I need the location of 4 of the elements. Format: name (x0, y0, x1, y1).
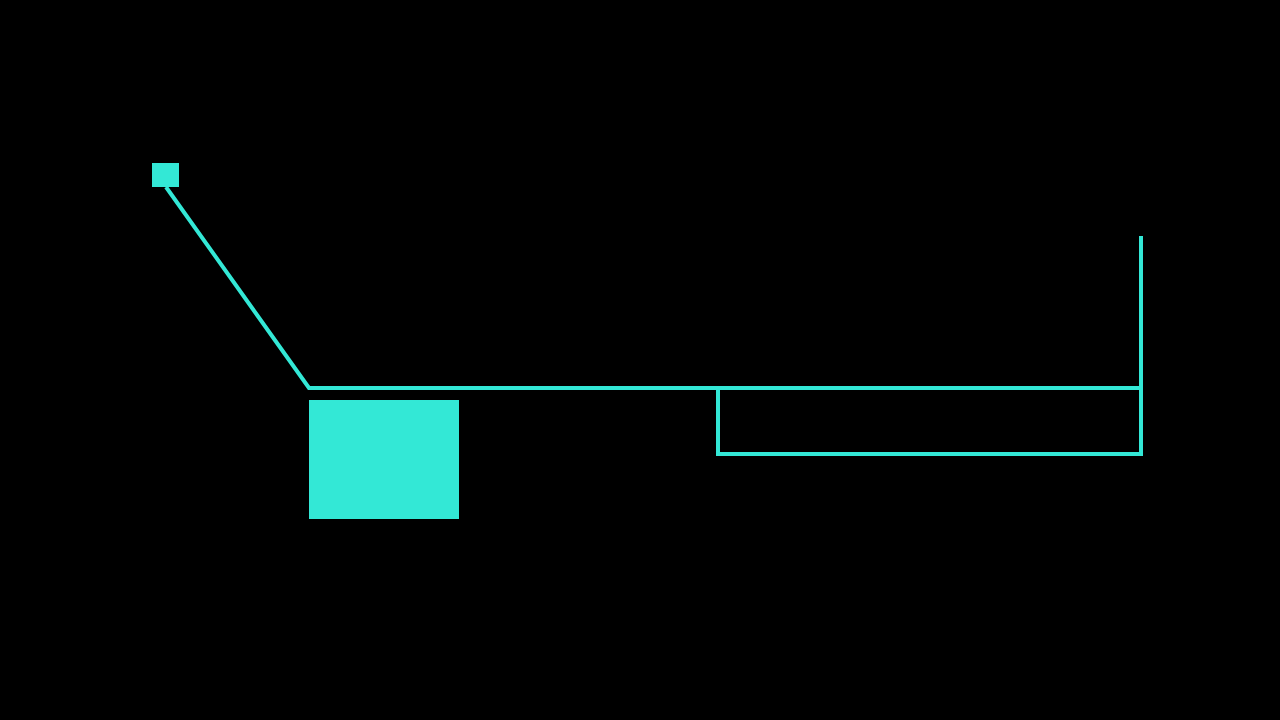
small-square (152, 163, 179, 187)
connector-line (164, 185, 716, 390)
outlined-rectangle (716, 386, 1143, 456)
filled-square (309, 400, 459, 519)
